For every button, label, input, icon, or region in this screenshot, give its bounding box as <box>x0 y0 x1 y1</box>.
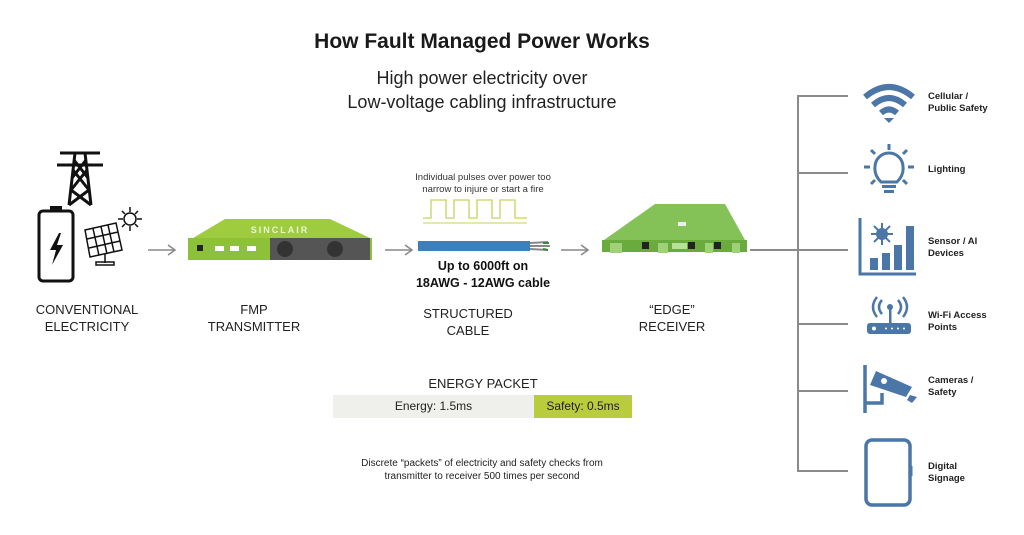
pulse-note-line-2: narrow to injure or start a fire <box>422 184 544 195</box>
stage-label-receiver: “EDGE” RECEIVER <box>592 301 752 335</box>
subtitle-line-2: Low-voltage cabling infrastructure <box>347 92 617 112</box>
transmitter-brand: SINCLAIR <box>251 225 310 235</box>
stage-line-1: “EDGE” <box>649 302 695 317</box>
router-icon <box>867 296 911 334</box>
lightbulb-icon <box>864 144 914 193</box>
structured-cable-image <box>418 241 550 251</box>
stage-label-conventional: CONVENTIONAL ELECTRICITY <box>7 301 167 335</box>
device-line-1: Wi-Fi Access <box>928 310 987 321</box>
energy-packet-label: ENERGY PACKET <box>428 376 538 391</box>
branch-connector <box>750 249 798 251</box>
footnote: Discrete “packets” of electricity and sa… <box>300 457 664 483</box>
stage-label-transmitter: FMP TRANSMITTER <box>174 301 334 335</box>
tablet-icon <box>864 438 913 507</box>
device-label-cameras: Cameras /Safety <box>928 375 973 399</box>
device-line-2: Points <box>928 322 958 333</box>
device-branch <box>797 470 848 472</box>
stage-line-2: TRANSMITTER <box>207 319 301 334</box>
device-branch <box>797 172 848 174</box>
arrow-icon <box>561 244 590 256</box>
cable-spec-line-2: 18AWG - 12AWG cable <box>415 276 551 290</box>
device-line-2: Devices <box>928 248 964 259</box>
arrow-icon <box>385 244 414 256</box>
device-line-2: Safety <box>928 387 957 398</box>
pulse-waveform-icon <box>423 199 527 224</box>
device-branch <box>797 323 848 325</box>
stage-line-1: FMP <box>240 302 268 317</box>
footnote-line-2: transmitter to receiver 500 times per se… <box>384 471 580 482</box>
pulse-note: Individual pulses over power too narrow … <box>403 172 563 196</box>
subtitle-line-1: High power electricity over <box>376 68 588 88</box>
device-line-1: Sensor / AI <box>928 236 978 247</box>
energy-segment: Energy: 1.5ms <box>333 395 534 418</box>
arrow-icon <box>148 244 177 256</box>
device-label-lighting: Lighting <box>928 164 965 176</box>
footnote-line-1: Discrete “packets” of electricity and sa… <box>361 458 603 469</box>
stage-label-cable: STRUCTURED CABLE <box>388 305 548 339</box>
stage-line-2: CABLE <box>446 323 490 338</box>
page-title: How Fault Managed Power Works <box>314 30 650 53</box>
device-label-cellular: Cellular /Public Safety <box>928 91 988 115</box>
edge-receiver-image <box>602 204 747 253</box>
solar-panel-icon <box>84 207 142 266</box>
device-branch <box>797 390 848 392</box>
device-line-2: Public Safety <box>928 103 988 114</box>
cable-spec: Up to 6000ft on 18AWG - 12AWG cable <box>393 258 573 292</box>
safety-segment: Safety: 0.5ms <box>534 395 632 418</box>
stage-line-2: RECEIVER <box>638 319 706 334</box>
camera-icon <box>863 365 917 413</box>
device-branch <box>797 95 848 97</box>
power-tower-icon <box>57 151 103 207</box>
fmp-transmitter-image: SINCLAIR <box>188 219 372 260</box>
pulse-note-line-1: Individual pulses over power too <box>415 172 551 183</box>
cable-spec-line-1: Up to 6000ft on <box>437 259 529 273</box>
device-line-1: Cellular / <box>928 91 969 102</box>
device-line-1: Lighting <box>928 164 966 175</box>
device-line-1: Cameras / <box>928 375 974 386</box>
battery-icon <box>37 206 75 283</box>
stage-line-1: CONVENTIONAL <box>35 302 139 317</box>
stage-line-2: ELECTRICITY <box>44 319 130 334</box>
device-branch <box>797 249 848 251</box>
wifi-signal-icon <box>863 84 915 123</box>
stage-line-1: STRUCTURED <box>423 306 513 321</box>
sensor-chart-icon <box>858 218 916 276</box>
device-line-2: Signage <box>928 473 965 484</box>
device-line-1: Digital <box>928 461 958 472</box>
device-tree-trunk <box>797 95 799 471</box>
